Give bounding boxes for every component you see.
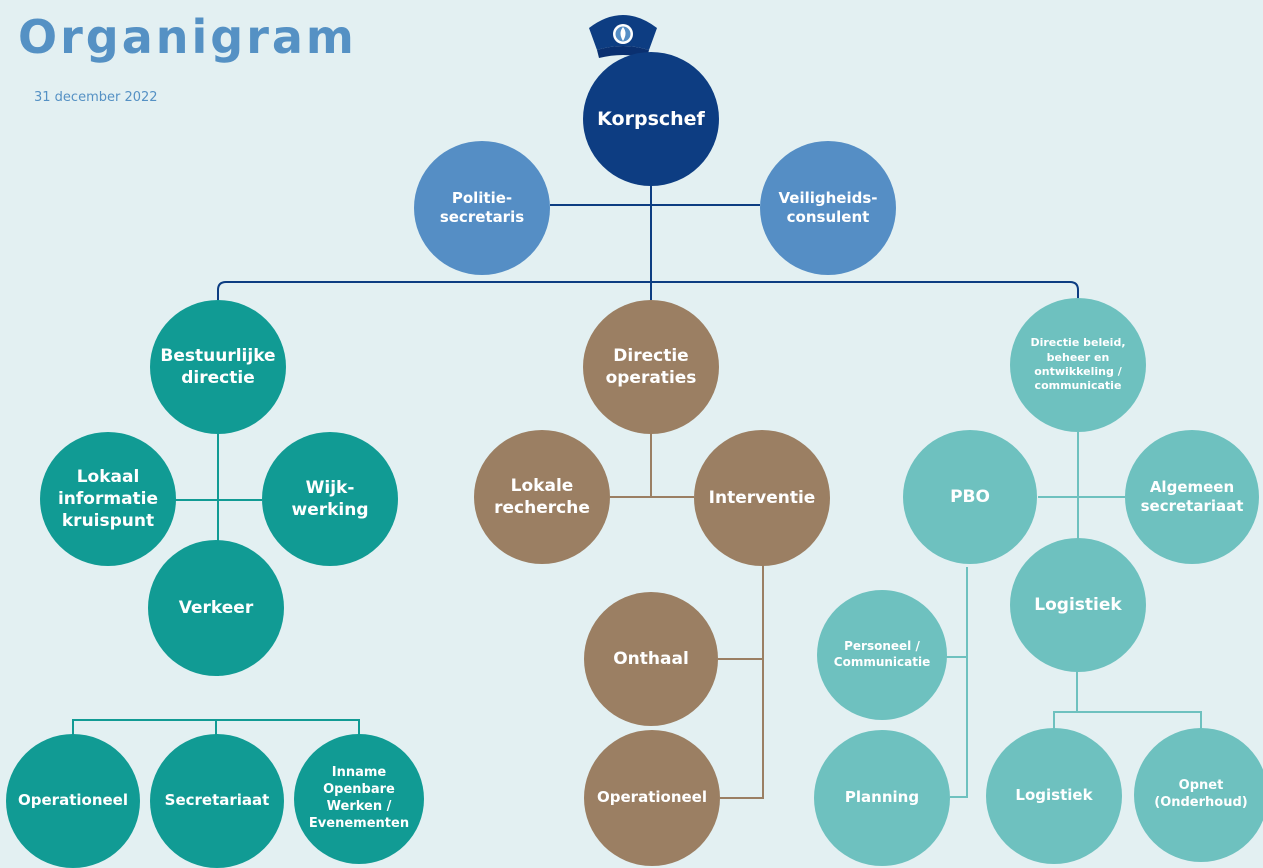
node-interventie: Interventie bbox=[694, 430, 830, 566]
node-veiligheidsconsulent: Veiligheids- consulent bbox=[760, 141, 896, 275]
node-lokale-recherche: Lokale recherche bbox=[474, 430, 610, 564]
page-title: Organigram bbox=[18, 10, 357, 64]
node-directie-operaties: Directie operaties bbox=[583, 300, 719, 434]
node-onthaal: Onthaal bbox=[584, 592, 718, 726]
node-wijkwerking: Wijk- werking bbox=[262, 432, 398, 566]
connector-pbo bbox=[950, 567, 968, 798]
node-verkeer: Verkeer bbox=[148, 540, 284, 676]
node-secretariaat: Secretariaat bbox=[150, 734, 284, 868]
date-label: 31 december 2022 bbox=[34, 90, 158, 105]
node-operationeel-verkeer: Operationeel bbox=[6, 734, 140, 868]
node-opnet: Opnet (Onderhoud) bbox=[1134, 728, 1263, 862]
node-personeel-communicatie: Personeel / Communicatie bbox=[817, 590, 947, 720]
node-korpschef: Korpschef bbox=[583, 52, 719, 186]
node-politiesecretaris: Politie- secretaris bbox=[414, 141, 550, 275]
node-inname-openbare-werken: Inname Openbare Werken / Evenementen bbox=[294, 734, 424, 864]
node-logistiek-dienst: Logistiek bbox=[1010, 538, 1146, 672]
node-operationeel-operaties: Operationeel bbox=[584, 730, 720, 866]
node-algemeen-secretariaat: Algemeen secretariaat bbox=[1125, 430, 1259, 564]
node-lokaal-informatie-kruispunt: Lokaal informatie kruispunt bbox=[40, 432, 176, 566]
node-directie-beleid: Directie beleid, beheer en ontwikkeling … bbox=[1010, 298, 1146, 432]
node-logistiek: Logistiek bbox=[986, 728, 1122, 864]
node-planning: Planning bbox=[814, 730, 950, 866]
connector-logistiek-children bbox=[1053, 711, 1202, 732]
connector-directions bbox=[217, 281, 1079, 300]
connector-interventie bbox=[720, 565, 764, 799]
node-bestuurlijke-directie: Bestuurlijke directie bbox=[150, 300, 286, 434]
node-pbo: PBO bbox=[903, 430, 1037, 564]
